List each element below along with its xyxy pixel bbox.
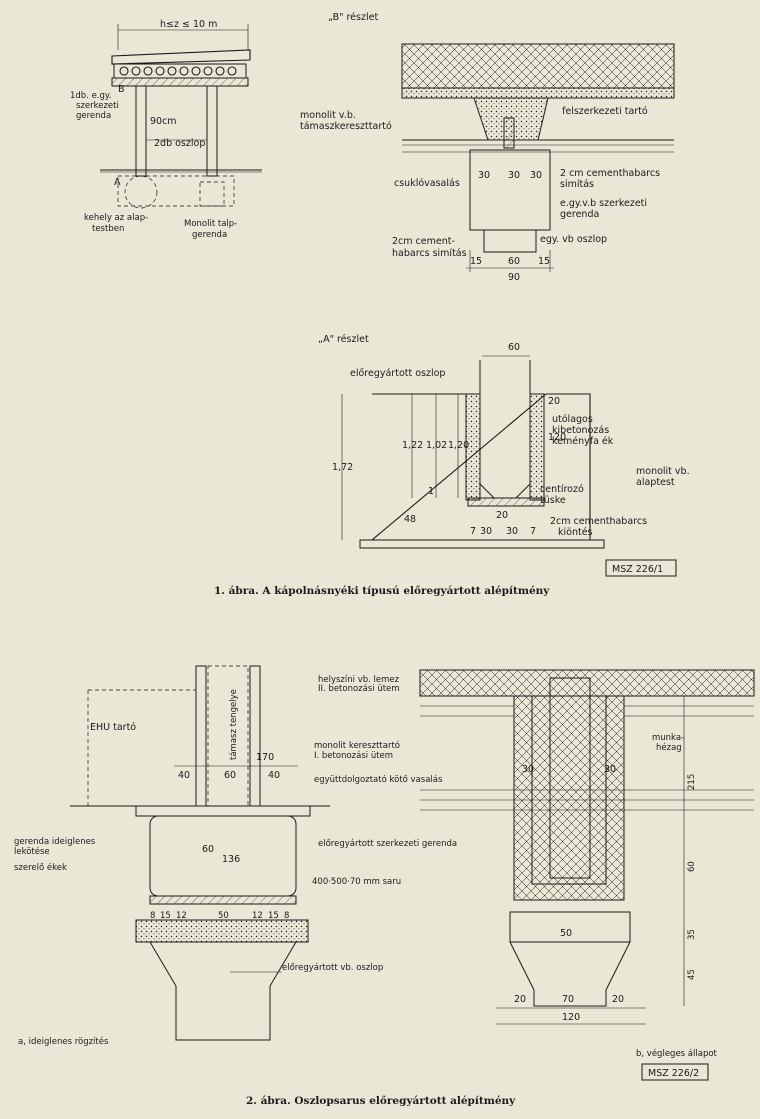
detail-a-d7b: 7: [530, 526, 536, 537]
fig2-joint: munka-hézag: [652, 733, 684, 753]
fig1-dim90: 90cm: [150, 116, 177, 127]
detail-a-d120: 1,20: [448, 440, 469, 451]
fig2-dim-b5: 15: [268, 911, 279, 921]
fig2-wedges: szerelő ékek: [14, 862, 67, 873]
fig2-dim-b3: 50: [218, 911, 229, 921]
fig2-d70: 70: [562, 994, 574, 1005]
fig2-sub-a: a, ideiglenes rögzítés: [18, 1036, 109, 1047]
detail-b-superstructure: felszerkezeti tartó: [562, 106, 648, 117]
fig1-caption: 1. ábra. A kápolnásnyéki típusú előregyá…: [214, 584, 550, 597]
fig2-d50: 50: [560, 928, 572, 939]
fig2-d170: 170: [256, 752, 274, 763]
detail-a-d1: 1: [428, 486, 434, 497]
fig2-sub-b: b, végleges állapot: [636, 1048, 718, 1059]
detail-b-d60: 60: [508, 256, 520, 267]
fig1-marker-b: B: [118, 84, 125, 95]
fig2-side-d0: 215: [687, 774, 697, 790]
fig1-detail-b: „B" részlet monolit v.b.támaszkereszttar…: [300, 12, 675, 283]
fig2-d60: 60: [224, 770, 236, 781]
fig2-column: előregyártott vb. oszlop: [282, 963, 383, 973]
fig2-left: támasz tengelye EHU tartó 170 40 60 40 6…: [14, 665, 401, 1047]
detail-a-d102: 1,02: [426, 440, 447, 451]
fig2-side-d2: 35: [687, 929, 697, 940]
fig2-d30b: 30: [604, 764, 616, 775]
detail-b-d30b: 30: [508, 170, 520, 181]
detail-a-d20b: 20: [496, 510, 508, 521]
detail-a-d48: 48: [404, 514, 416, 525]
fig2-dim-b6: 8: [284, 911, 289, 921]
fig1-columns-label: 2db oszlop: [154, 138, 205, 149]
detail-a-d120r: 120: [548, 432, 566, 443]
detail-a-d172: 1,72: [332, 462, 353, 473]
detail-a-d122: 1,22: [402, 440, 423, 451]
fig2-d20a: 20: [514, 994, 526, 1005]
fig1-span-label: h≤z ≤ 10 m: [160, 19, 217, 30]
detail-b-monolit: monolit v.b.támaszkereszttartó: [300, 110, 392, 132]
fig2-dim-b4: 12: [252, 911, 263, 921]
fig1-stamp: MSZ 226/1: [612, 564, 663, 575]
fig2-d40b: 40: [268, 770, 280, 781]
fig2-side-d1: 60: [687, 861, 697, 872]
fig2-dim-b0: 8: [150, 911, 155, 921]
detail-a-d30b: 30: [506, 526, 518, 537]
detail-a-d7a: 7: [470, 526, 476, 537]
detail-a-d60: 60: [508, 342, 520, 353]
fig1-socket-label: kehely az alap-testben: [84, 213, 148, 234]
fig2-stamp-box: [641, 1063, 709, 1081]
detail-b-d30a: 30: [478, 170, 490, 181]
fig2-d30a: 30: [522, 764, 534, 775]
detail-a-column: előregyártott oszlop: [350, 368, 445, 379]
detail-b-column: egy. vb oszlop: [540, 234, 607, 245]
detail-b-d90: 90: [508, 272, 520, 283]
fig2-beam: előregyártott szerkezeti gerenda: [318, 839, 457, 849]
fig2-stamp: MSZ 226/2: [648, 1068, 699, 1079]
fig2-d60v: 60: [202, 844, 214, 855]
fig2-support-line: támasz tengelye: [229, 689, 239, 760]
fig1-stamp-box: [605, 559, 677, 577]
fig1-footing-label: Monolit talp-gerenda: [184, 219, 237, 240]
detail-a-d20: 20: [548, 396, 560, 407]
fig2-connect: együttdolgoztató kötő vasalás: [314, 774, 443, 785]
detail-b-d15a: 15: [470, 256, 482, 267]
fig2-d120: 120: [562, 1012, 580, 1023]
detail-b-d30c: 30: [530, 170, 542, 181]
fig2-d20b: 20: [612, 994, 624, 1005]
detail-a-foundation: monolit vb.alaptest: [636, 466, 690, 488]
detail-b-title: „B" részlet: [328, 12, 378, 23]
fig2-caption: 2. ábra. Oszlopsarus előregyártott alépí…: [246, 1094, 516, 1107]
fig2-bearing: 400·500·70 mm saru: [312, 877, 401, 887]
fig2-dim-b2: 12: [176, 911, 187, 921]
detail-b-hinge: csuklóvasalás: [394, 178, 460, 189]
fig1-detail-a: „A" részlet 60 előregyártott oszlop 20 u…: [318, 334, 690, 549]
fig2-side-d3: 45: [687, 969, 697, 980]
detail-b-d15b: 15: [538, 256, 550, 267]
fig2-d40a: 40: [178, 770, 190, 781]
fig2-ehu: EHU tartó: [90, 722, 136, 733]
fig2-d136: 136: [222, 854, 240, 865]
detail-a-title: „A" részlet: [318, 334, 369, 345]
fig2-dim-b1: 15: [160, 911, 171, 921]
detail-a-d30a: 30: [480, 526, 492, 537]
detail-b-cement2: 2cm cement-habarcs simítás: [392, 236, 467, 259]
fig1-marker-a: A: [114, 177, 121, 188]
